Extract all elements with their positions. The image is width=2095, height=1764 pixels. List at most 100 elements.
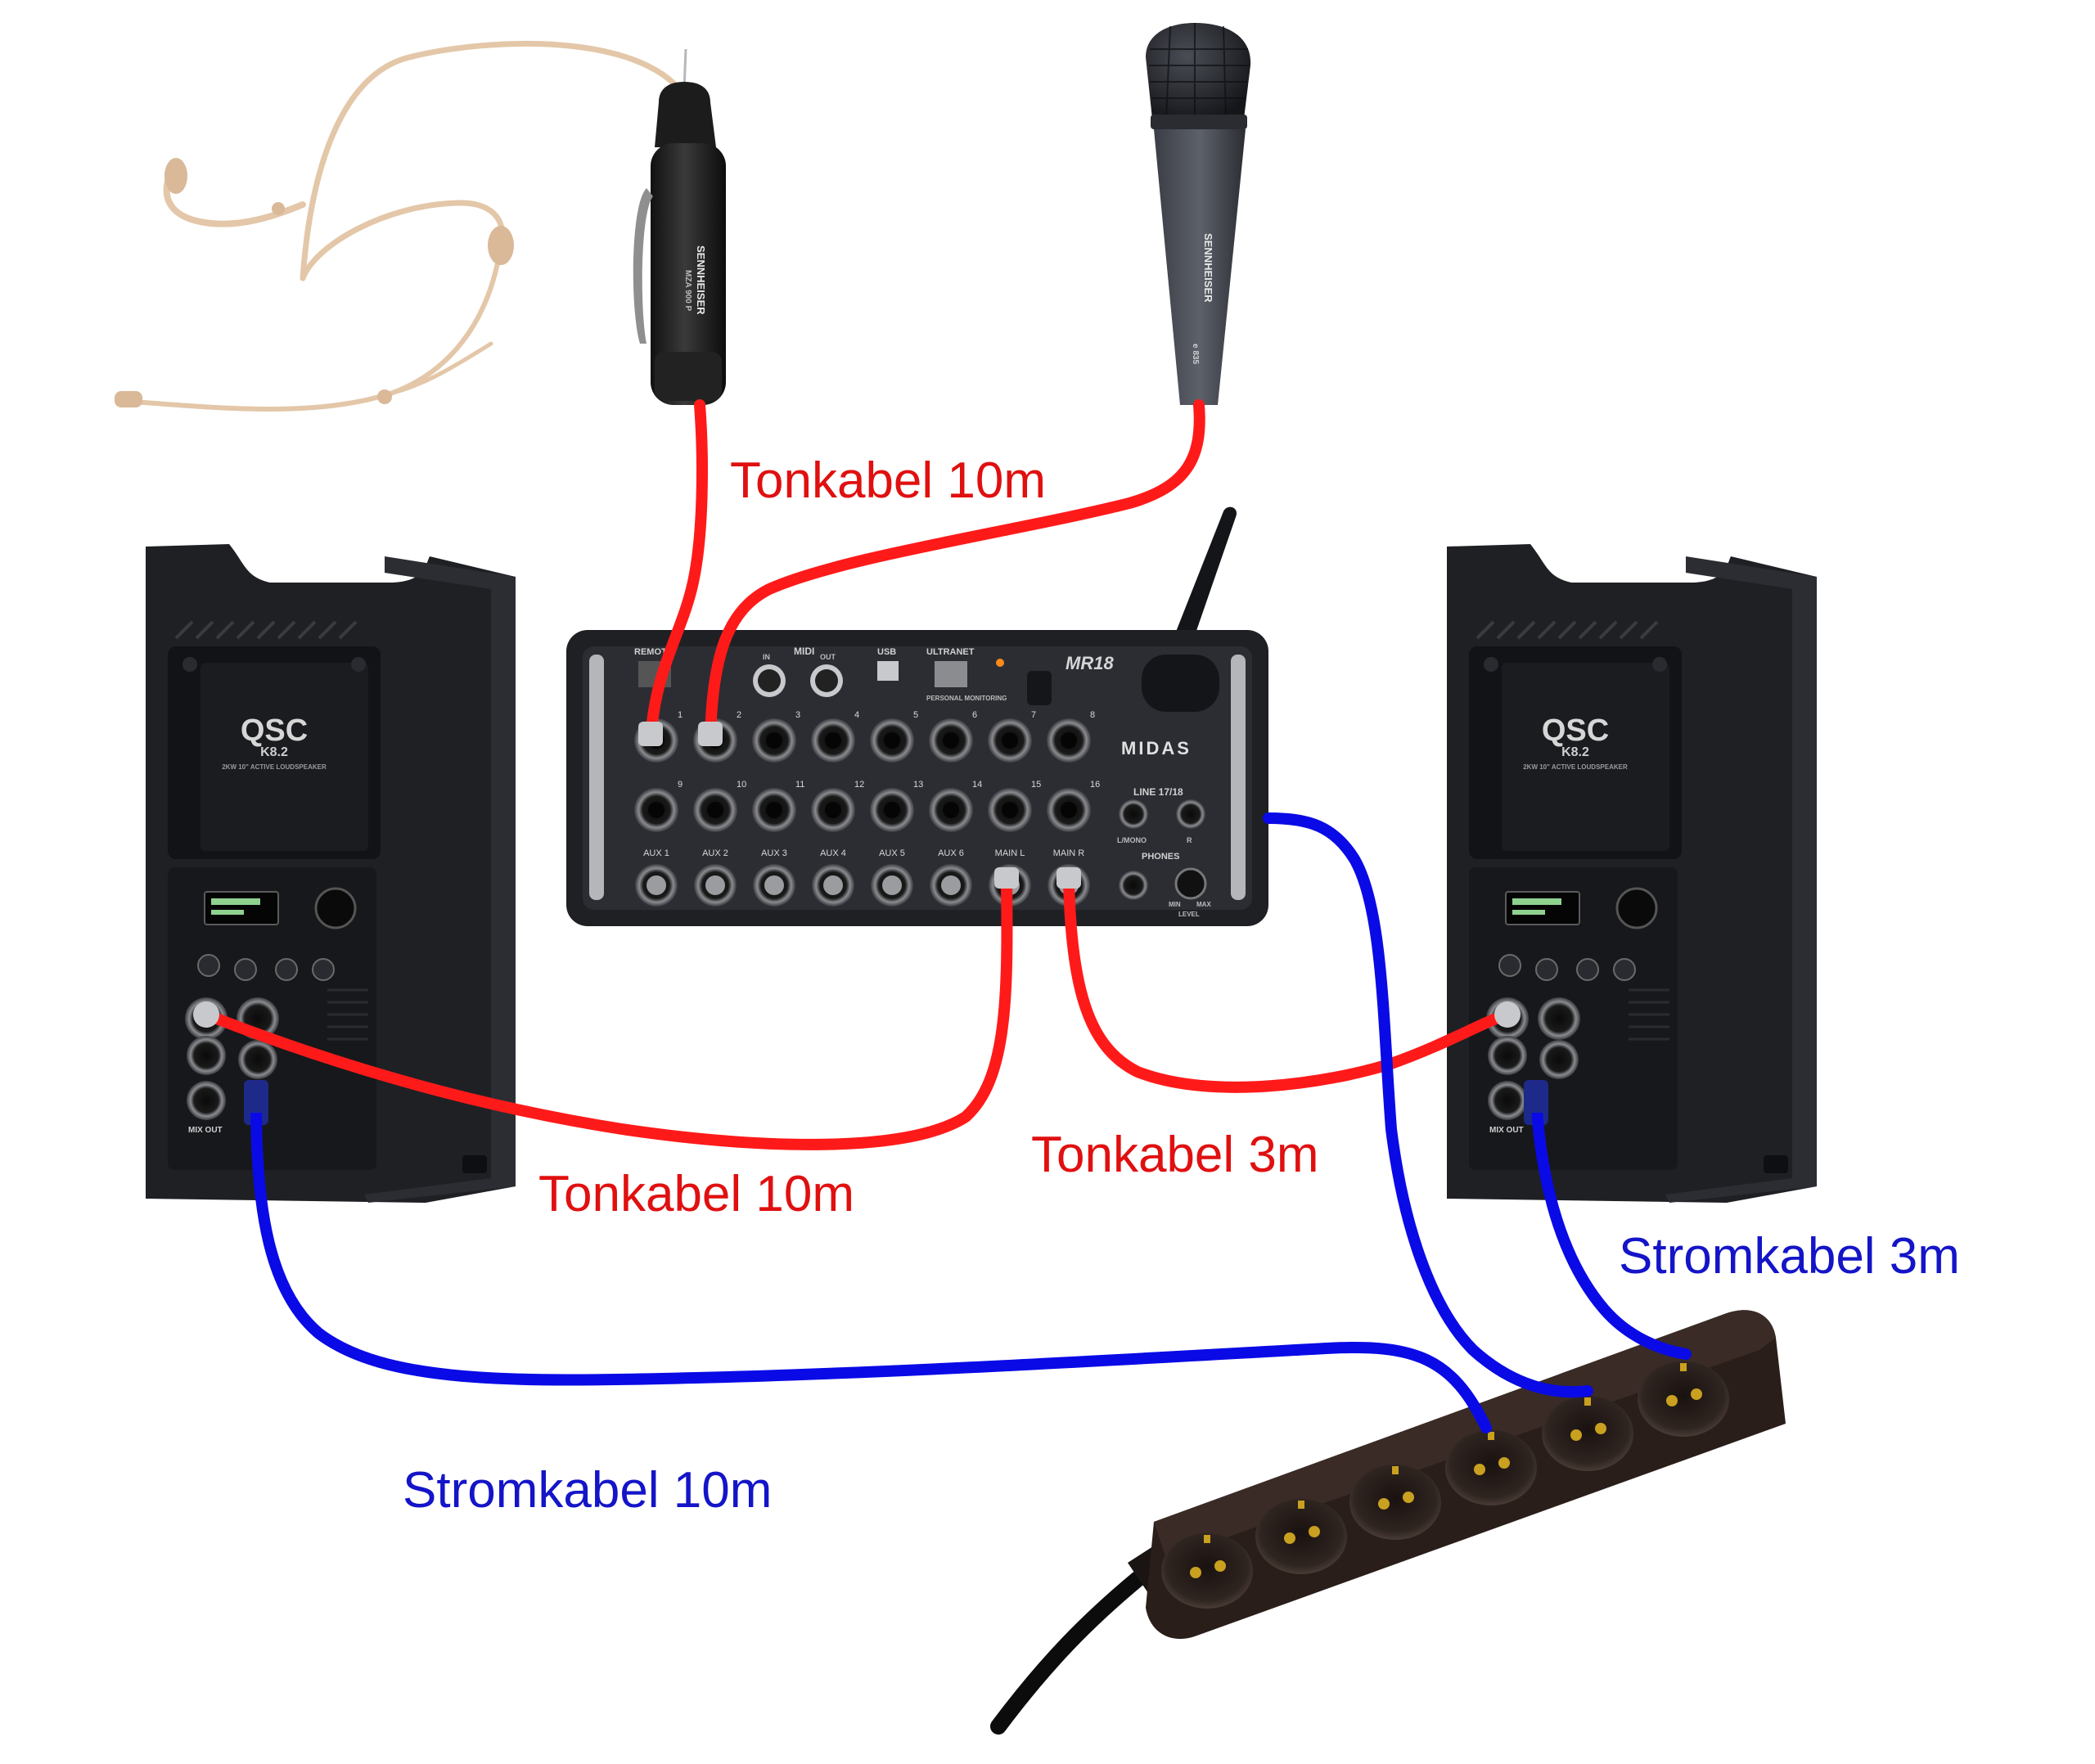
mixer-input-label-3: 3 [795,710,800,720]
mixer-midi-label: MIDI [794,646,814,657]
cables [193,399,1692,1433]
mixer-input-jack-center-7 [1002,732,1018,749]
handheld-microphone: SENNHEISER e 835 [1146,23,1251,405]
mixer-phones-label: PHONES [1142,852,1179,862]
speaker-right-brand: QSC [1542,713,1609,748]
power-socket-ground-2 [1298,1501,1304,1509]
power-socket-pin-b-4 [1498,1457,1510,1469]
speaker-left-subtitle: 2KW 10" ACTIVE LOUDSPEAKER [222,763,327,771]
power-socket-4 [1445,1430,1537,1505]
mixer-input-label-2: 2 [737,710,741,720]
mixer-input-label-5: 5 [913,710,918,720]
power-socket-ground-3 [1392,1466,1399,1474]
mixer-input-label-7: 7 [1031,710,1036,720]
mixer-input-label-13: 13 [913,780,923,790]
handheld-model-text: e 835 [1191,344,1200,364]
mixer-input-label-10: 10 [737,780,746,790]
cable-tonkabel-main-l [200,878,1013,1150]
power-socket-pin-b-3 [1403,1492,1414,1503]
speaker-right: QSC K8.2 2KW 10" ACTIVE LOUDSPEAKER MIX … [1447,544,1817,1203]
mixer-input-label-1: 1 [678,710,683,720]
power-socket-ground-4 [1488,1432,1494,1440]
power-socket-5 [1542,1396,1633,1471]
mixer-input-jack-center-3 [766,732,782,749]
label-tonkabel-right: Tonkabel 3m [1031,1127,1319,1183]
power-socket-1 [1161,1533,1253,1609]
headset-microphone [115,40,687,412]
mixer-level-max-label: MAX [1196,901,1211,908]
cable-stromkabel-mixer [1263,812,1593,1398]
mixer-input-jack-center-4 [825,732,841,749]
mixer-input-label-14: 14 [972,780,982,790]
mixer-input-jack-center-16 [1061,802,1077,818]
mixer-input-label-6: 6 [972,710,977,720]
mixer-input-label-9: 9 [678,780,683,790]
power-strip-cord [990,1571,1146,1735]
mixer-output-pin-5 [882,875,902,895]
mixer-output-label-7: MAIN L [995,848,1025,858]
mixer-antenna [1162,506,1237,671]
mixer-input-jack-center-6 [943,732,959,749]
cable-stromkabel-left [250,1091,1492,1433]
power-socket-pin-a-3 [1378,1498,1390,1510]
mixer-output-pin-2 [705,875,725,895]
mixer-input-label-15: 15 [1031,780,1041,790]
mixer-output-pin-4 [823,875,843,895]
power-socket-pin-a-1 [1190,1567,1201,1578]
mixer-input-jack-center-14 [943,802,959,818]
speaker-left-brand: QSC [241,713,308,748]
power-socket-ground-1 [1204,1535,1210,1543]
bodypack-model-text: MZA 900 P [683,270,692,312]
mixer-input-jack-center-5 [884,732,900,749]
mixer-level-label: LEVEL [1178,911,1200,918]
mixer-line-l-label: L/MONO [1117,836,1147,844]
power-strip [990,1310,1786,1735]
label-stromkabel-right: Stromkabel 3m [1619,1228,1960,1285]
speaker-left-model: K8.2 [260,745,288,759]
mixer-brand-label: MIDAS [1121,738,1192,758]
power-socket-pin-a-4 [1474,1464,1485,1475]
mixer-input-jack-center-12 [825,802,841,818]
mixer-output-label-3: AUX 3 [761,848,787,858]
power-socket-6 [1638,1361,1729,1437]
power-socket-pin-b-6 [1691,1388,1702,1400]
cable-tonkabel-main-r [1063,878,1513,1093]
mixer-line-r-label: R [1187,836,1192,844]
cable-stromkabel-right [1530,1087,1692,1360]
power-socket-pin-a-2 [1284,1532,1295,1544]
label-tonkabel-mics: Tonkabel 10m [730,452,1046,509]
power-socket-pin-b-5 [1595,1423,1606,1434]
mixer-input-jack-center-10 [707,802,723,818]
mixer-input-jack-center-9 [648,802,665,818]
mixer-input-jack-center-15 [1002,802,1018,818]
mixer-input-label-8: 8 [1090,710,1095,720]
bodypack-brand-text: SENNHEISER [695,245,707,315]
mixer-mr18: REMOTE MIDI IN OUT USB ULTRANET PERSONAL… [566,506,1268,926]
mixer-level-min-label: MIN [1169,901,1181,908]
mixer-output-label-4: AUX 4 [820,848,846,858]
mixer-input-label-12: 12 [854,780,864,790]
mixer-output-label-5: AUX 5 [879,848,905,858]
power-socket-pin-b-2 [1309,1526,1320,1537]
speaker-right-mix-out: MIX OUT [1489,1126,1524,1135]
power-socket-pin-a-6 [1666,1395,1678,1406]
power-socket-2 [1255,1499,1347,1574]
mixer-line-label: LINE 17/18 [1133,786,1183,798]
mixer-input-row-bottom: 9 10 11 12 13 14 15 16 [634,780,1100,832]
power-socket-pin-b-1 [1214,1560,1226,1572]
mixer-output-label-1: AUX 1 [643,848,669,858]
label-tonkabel-left: Tonkabel 10m [538,1166,854,1222]
mixer-input-jack-center-13 [884,802,900,818]
mixer-input-label-11: 11 [795,780,804,790]
power-socket-3 [1349,1465,1441,1540]
mixer-ultranet-label: ULTRANET [926,647,975,657]
mixer-usb-label: USB [877,647,896,657]
mixer-input-label-16: 16 [1090,780,1100,790]
cable-tonkabel-handheld [705,399,1205,746]
mixer-output-pin-3 [764,875,784,895]
mixer-output-label-2: AUX 2 [702,848,728,858]
speaker-right-model: K8.2 [1561,745,1589,759]
label-stromkabel-left: Stromkabel 10m [403,1462,772,1519]
power-socket-ground-5 [1584,1397,1591,1406]
